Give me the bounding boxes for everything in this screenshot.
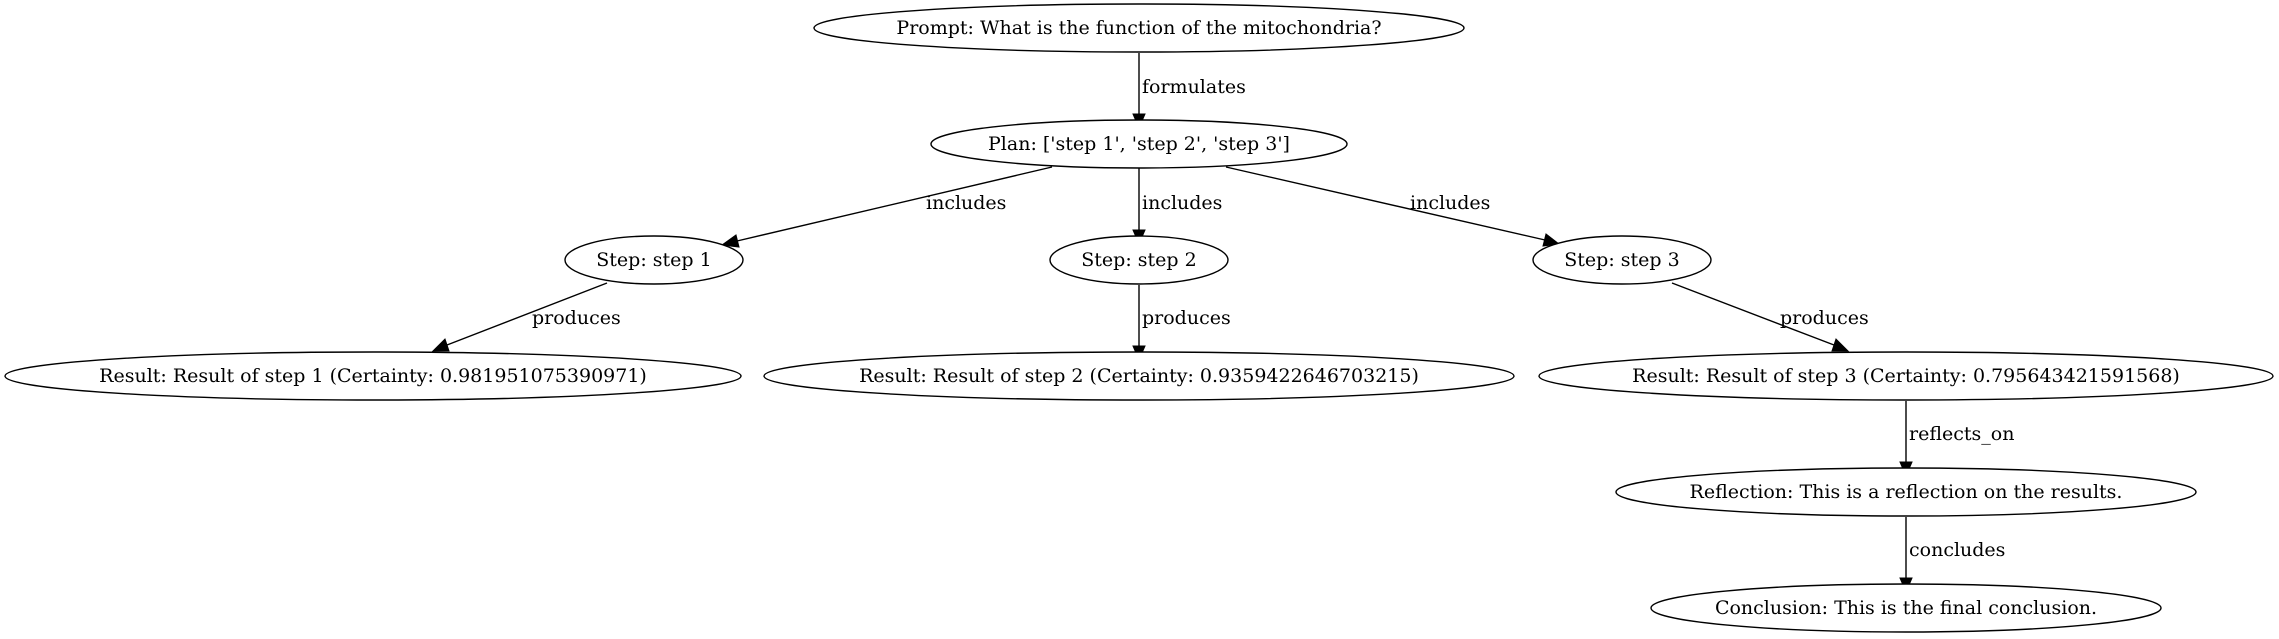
node-label: Step: step 3 — [1564, 249, 1679, 271]
node-ellipse — [1650, 583, 2162, 633]
edge-label-formulates: formulates — [1142, 76, 1246, 98]
node-ellipse — [1532, 235, 1712, 285]
node-result1: Result: Result of step 1 (Certainty: 0.9… — [4, 351, 742, 401]
node-label: Step: step 1 — [596, 249, 711, 271]
node-plan: Plan: ['step 1', 'step 2', 'step 3'] — [930, 119, 1348, 169]
edge-line — [1225, 166, 1546, 241]
node-ellipse — [930, 119, 1348, 169]
node-label: Plan: ['step 1', 'step 2', 'step 3'] — [988, 133, 1290, 155]
edge-line — [736, 166, 1053, 242]
arrowhead-icon — [1831, 338, 1850, 352]
node-label: Result: Result of step 1 (Certainty: 0.9… — [99, 365, 647, 387]
node-ellipse — [1615, 467, 2197, 517]
node-ellipse — [1049, 235, 1229, 285]
edge-step2-to-result2: produces — [1132, 285, 1231, 362]
arrowhead-icon — [720, 234, 740, 248]
edge-label-reflects-on: reflects_on — [1909, 423, 2014, 445]
node-ellipse — [763, 351, 1515, 401]
node-label: Conclusion: This is the final conclusion… — [1715, 597, 2097, 619]
node-conclusion: Conclusion: This is the final conclusion… — [1650, 583, 2162, 633]
node-step1: Step: step 1 — [564, 235, 744, 285]
node-ellipse — [1538, 351, 2274, 401]
edge-prompt-to-plan: formulates — [1132, 53, 1246, 130]
edge-reflection-to-conclusion: concludes — [1899, 517, 2005, 594]
edge-label-concludes: concludes — [1909, 539, 2005, 561]
edge-label-produces: produces — [532, 307, 621, 329]
edge-label-includes: includes — [1142, 192, 1222, 214]
node-ellipse — [813, 3, 1465, 53]
edge-step3-to-result3: produces — [1671, 282, 1869, 352]
node-ellipse — [564, 235, 744, 285]
node-result3: Result: Result of step 3 (Certainty: 0.7… — [1538, 351, 2274, 401]
edge-plan-to-step3: includes — [1225, 166, 1561, 247]
edge-label-produces: produces — [1780, 307, 1869, 329]
node-label: Prompt: What is the function of the mito… — [896, 17, 1381, 39]
edge-label-includes: includes — [1410, 192, 1490, 214]
node-label: Step: step 2 — [1081, 249, 1196, 271]
node-label: Result: Result of step 2 (Certainty: 0.9… — [859, 365, 1419, 387]
node-label: Reflection: This is a reflection on the … — [1690, 481, 2123, 503]
node-reflection: Reflection: This is a reflection on the … — [1615, 467, 2197, 517]
edge-label-includes: includes — [926, 192, 1006, 214]
edge-line — [1671, 282, 1835, 346]
node-prompt: Prompt: What is the function of the mito… — [813, 3, 1465, 53]
arrowhead-icon — [431, 338, 450, 352]
node-label: Result: Result of step 3 (Certainty: 0.7… — [1632, 365, 2180, 387]
node-step2: Step: step 2 — [1049, 235, 1229, 285]
node-ellipse — [4, 351, 742, 401]
edge-plan-to-step1: includes — [720, 166, 1053, 248]
node-step3: Step: step 3 — [1532, 235, 1712, 285]
edge-line — [446, 282, 608, 346]
edge-result3-to-reflection: reflects_on — [1899, 401, 2014, 478]
edge-plan-to-step2: includes — [1132, 167, 1222, 246]
edge-label-produces: produces — [1142, 307, 1231, 329]
node-result2: Result: Result of step 2 (Certainty: 0.9… — [763, 351, 1515, 401]
edge-step1-to-result1: produces — [431, 282, 621, 352]
